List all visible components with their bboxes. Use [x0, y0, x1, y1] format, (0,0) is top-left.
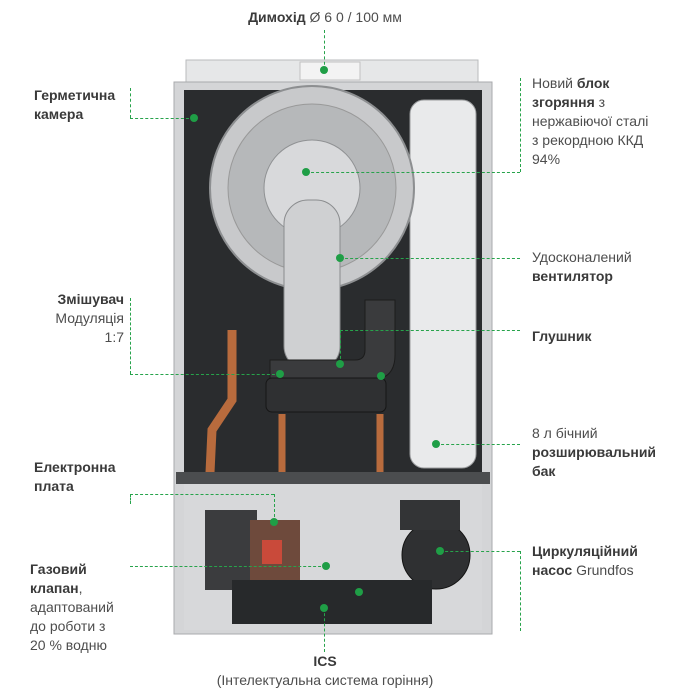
marker-ics — [320, 604, 328, 612]
label-flue: Димохід Ø 6 0 / 100 мм — [248, 9, 402, 25]
marker-gas-valve — [322, 562, 330, 570]
marker-electronic-board — [270, 518, 278, 526]
marker-burner-block — [302, 168, 310, 176]
label-pump: Циркуляційний насос Grundfos — [532, 543, 638, 578]
marker-fan-outlet — [336, 360, 344, 368]
circulation-pump — [401, 520, 471, 590]
marker-fan — [336, 254, 344, 262]
label-mixer: Змішувач Модуляція 1:7 — [55, 291, 124, 345]
label-gas-valve: Газовий клапан, адаптований до роботи з … — [30, 561, 114, 653]
label-silencer: Глушник — [532, 328, 592, 344]
marker-silencer — [377, 372, 385, 380]
marker-flue — [320, 66, 328, 74]
label-expansion-tank: 8 л бічний розширювальний бак — [532, 425, 657, 479]
label-fan: Удосконалений вентилятор — [532, 249, 632, 284]
label-ics: ICS (Інтелектуальна система горіння) — [216, 653, 434, 688]
marker-mixer — [276, 370, 284, 378]
label-sealed-chamber: Герметична камера — [34, 87, 116, 122]
marker-pump — [436, 547, 444, 555]
marker-expansion-tank — [432, 440, 440, 448]
expansion-tank — [409, 99, 477, 469]
marker-valve-2 — [355, 588, 363, 596]
label-burner-block: Новий блок згоряння з нержавіючої сталі … — [532, 75, 649, 167]
electronic-board — [205, 510, 257, 590]
leader-flue — [324, 30, 325, 70]
marker-sealed-chamber — [190, 114, 198, 122]
fan — [283, 199, 341, 371]
label-electronic-board: Електронна плата — [34, 459, 116, 494]
ics-unit — [232, 580, 432, 624]
